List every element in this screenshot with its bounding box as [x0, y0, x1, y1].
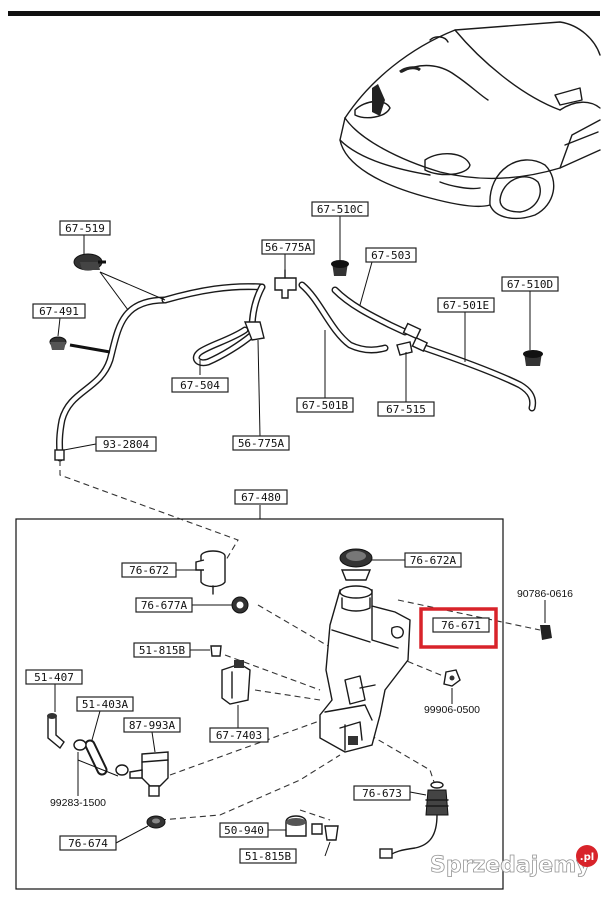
label-67-503: 67-503 — [365, 247, 417, 263]
label-87-993a: 87-993A — [123, 717, 181, 733]
label-text: 51-407 — [34, 671, 74, 684]
label-text: 67-510D — [507, 278, 553, 291]
watermark: Sprzedajemy .pl — [430, 845, 598, 878]
label-text: 76-677A — [141, 599, 188, 612]
part-labels: 67-519 67-510C 56-775A 67-503 67-510D 67… — [25, 201, 573, 864]
label-text: 67-491 — [39, 305, 79, 318]
label-67-501e: 67-501E — [437, 297, 495, 313]
label-text: 67-515 — [386, 403, 426, 416]
label-text: 67-504 — [180, 379, 220, 392]
label-67-515: 67-515 — [377, 401, 435, 417]
label-text: 76-674 — [68, 837, 108, 850]
top-border — [8, 11, 600, 16]
label-text: 67-519 — [65, 222, 105, 235]
label-text: 51-815B — [139, 644, 186, 657]
car-illustration — [339, 21, 601, 220]
label-67-519: 67-519 — [59, 220, 111, 236]
bracket — [221, 660, 251, 728]
bolt-51-815b-top — [190, 645, 222, 657]
part-number-90786: 90786-0616 — [517, 588, 573, 600]
nozzle-67-510d — [523, 350, 543, 366]
label-text: 76-671 — [441, 619, 481, 632]
label-76-672: 76-672 — [121, 562, 177, 578]
label-text: 67-7403 — [216, 729, 262, 742]
label-93-2804: 93-2804 — [95, 436, 157, 452]
assembly-frame — [15, 505, 504, 890]
label-text: 76-672 — [129, 564, 169, 577]
watermark-text: Sprzedajemy — [430, 853, 591, 878]
label-76-677a: 76-677A — [135, 597, 193, 613]
label-67-510c: 67-510C — [311, 201, 369, 217]
label-56-775a-top: 56-775A — [261, 239, 315, 255]
watermark-suffix: .pl — [580, 852, 594, 863]
clip-and-bolt — [268, 815, 339, 857]
label-51-815b-bot: 51-815B — [239, 848, 297, 864]
reservoir-tank — [319, 585, 411, 753]
part-number-99906: 99906-0500 — [424, 704, 480, 716]
label-51-403a: 51-403A — [76, 696, 134, 712]
label-76-674: 76-674 — [59, 835, 117, 851]
label-text: 76-673 — [362, 787, 402, 800]
watermark-badge — [576, 845, 598, 867]
dashed-routes — [59, 460, 541, 821]
label-text: 51-403A — [82, 698, 129, 711]
part-number-99283: 99283-1500 — [50, 797, 106, 809]
label-text: 67-501B — [302, 399, 349, 412]
label-76-673: 76-673 — [353, 785, 411, 801]
nut-99906 — [443, 669, 461, 704]
label-67-504: 67-504 — [171, 377, 229, 393]
label-text: 67-503 — [371, 249, 411, 262]
upper-leaders — [57, 216, 531, 451]
label-67-480: 67-480 — [234, 489, 288, 505]
label-text: 76-672A — [410, 554, 457, 567]
label-56-775a-bot: 56-775A — [232, 435, 290, 451]
label-text: 67-510C — [317, 203, 363, 216]
nozzle-67-491 — [49, 336, 111, 354]
nozzle-67-519 — [73, 253, 106, 271]
bolt-90786 — [540, 600, 552, 640]
label-text: 67-501E — [443, 299, 489, 312]
reservoir-cap — [339, 548, 405, 581]
label-67-501b: 67-501B — [296, 397, 354, 413]
label-text: 51-815B — [245, 850, 292, 863]
label-67-7403: 67-7403 — [209, 727, 269, 743]
washer-pump — [176, 550, 226, 595]
label-text: 87-993A — [129, 719, 176, 732]
label-67-510d: 67-510D — [501, 276, 559, 292]
label-text: 93-2804 — [103, 438, 150, 451]
label-76-671: 76-671 — [432, 617, 490, 633]
label-50-940: 50-940 — [219, 822, 269, 838]
highlight-box — [419, 607, 498, 649]
label-76-672a: 76-672A — [404, 552, 462, 568]
label-67-491: 67-491 — [32, 303, 86, 319]
label-text: 50-940 — [224, 824, 264, 837]
label-51-407: 51-407 — [25, 669, 83, 685]
assembly-label-text: 67-480 — [241, 491, 281, 504]
label-text: 56-775A — [265, 241, 312, 254]
lower-left-parts — [47, 684, 169, 844]
label-text: 56-775A — [238, 437, 285, 450]
label-51-815b-top: 51-815B — [133, 642, 191, 658]
grommet — [192, 596, 249, 614]
upper-hoses — [54, 269, 537, 462]
nozzle-67-510c — [331, 260, 349, 276]
level-sensor — [379, 781, 449, 859]
